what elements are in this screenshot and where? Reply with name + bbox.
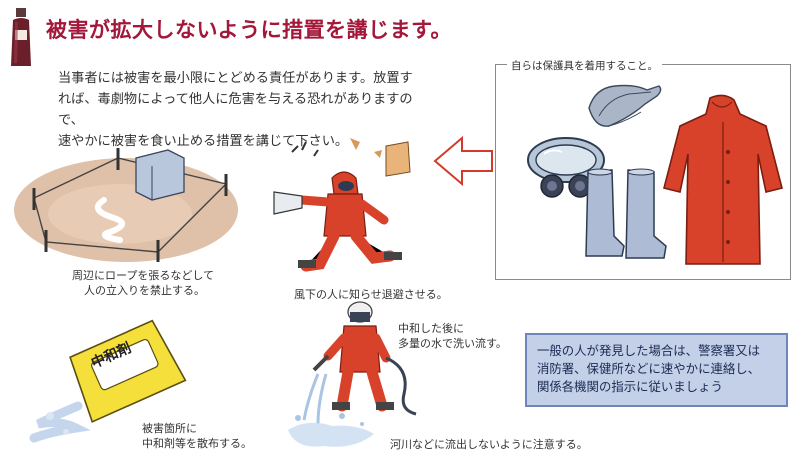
rope-barrier-icon [14, 148, 238, 262]
caption-line: 河川などに流出しないように注意する。 [390, 438, 588, 451]
caption-megaphone: 風下の人に知らせ退避させる。 [294, 287, 448, 302]
hose-worker-icon [312, 301, 417, 416]
lead-line: 速やかに被害を食い止める措置を講じて下さい。 [58, 134, 349, 149]
caption-rope: 周辺にロープを張るなどして 人の立入りを禁止する。 [72, 268, 214, 298]
notice-line: 関係各機関の指示に従いましょう [537, 379, 723, 394]
gloves-icon [588, 84, 662, 127]
caption-line: 周辺にロープを張るなどして [72, 269, 215, 282]
boots-icon [585, 168, 667, 259]
notice-box: 一般の人が発見した場合は、警察署又は 消防署、保健所などに速やかに連絡し、 関係… [525, 333, 788, 407]
caption-neutralizer: 被害箇所に 中和剤等を散布する。 [142, 421, 252, 451]
caption-line: 中和剤等を散布する。 [142, 437, 252, 450]
raincoat-icon [663, 94, 783, 265]
caption-line: 風下の人に知らせ退避させる。 [294, 288, 448, 301]
caption-hose: 中和した後に 多量の水で洗い流す。 [398, 321, 507, 351]
neutralizer-bag-icon [29, 319, 187, 443]
protective-gear-caption: 自らは保護具を着用すること。 [507, 58, 662, 73]
lead-paragraph: 当事者には被害を最小限にとどめる責任があります。放置す れば、毒劇物によって他人… [58, 68, 438, 152]
caption-river: 河川などに流出しないように注意する。 [390, 437, 588, 452]
caption-line: 中和した後に [398, 322, 464, 335]
megaphone-worker-icon [273, 138, 411, 272]
notice-line: 消防署、保健所などに速やかに連絡し、 [537, 361, 761, 376]
caption-line: 被害箇所に [142, 422, 197, 435]
caption-line: 多量の水で洗い流す。 [398, 337, 507, 350]
arrow-left-icon [433, 135, 493, 187]
notice-line: 一般の人が発見した場合は、警察署又は [537, 343, 761, 358]
page-title: 被害が拡大しないように措置を講じます。 [46, 17, 452, 42]
lead-line: 当事者には被害を最小限にとどめる責任があります。放置す [58, 71, 413, 86]
water-puddle-icon [288, 373, 374, 447]
lead-line: れば、毒劇物によって他人に危害を与える恐れがありますので、 [58, 92, 413, 128]
goggles-icon [527, 137, 605, 198]
bottle-icon [11, 8, 31, 66]
caption-line: 人の立入りを禁止する。 [84, 284, 205, 297]
